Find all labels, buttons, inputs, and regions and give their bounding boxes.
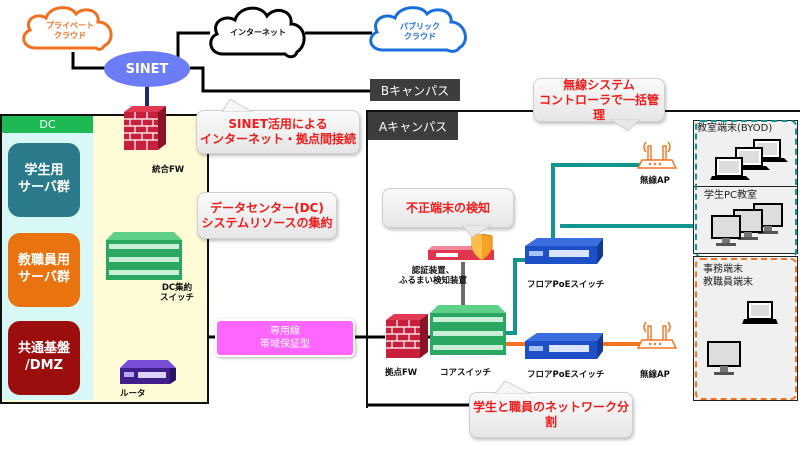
callout-network-split: 学生と職員のネットワーク分割 bbox=[469, 392, 633, 438]
callout-wireless-line2: コントローラで一括管理 bbox=[538, 92, 659, 122]
dmz-server-group: 共通基盤/DMZ bbox=[8, 321, 80, 395]
callout-sinet-usage: SINET活用によるインターネット・拠点間接続 bbox=[196, 110, 360, 154]
staff-server-line2: サーバ群 bbox=[18, 270, 70, 285]
callout-dc-line2: システムリソースの集約 bbox=[201, 215, 333, 230]
callout-wireless-management: 無線システムコントローラで一括管理 bbox=[533, 78, 665, 122]
link-floor-top-ap bbox=[551, 163, 640, 238]
integrated-firewall-label: 統合FW bbox=[152, 165, 185, 175]
private-cloud-icon bbox=[22, 6, 113, 51]
dc-aggregation-switch-icon bbox=[106, 232, 182, 280]
public-cloud-line2: クラウド bbox=[404, 31, 436, 41]
a-campus-tab: Aキャンパス bbox=[368, 112, 458, 140]
staff-desktop-icon bbox=[707, 341, 741, 375]
callout-rogue-text: 不正端末の検知 bbox=[405, 200, 490, 215]
dmz-server-line1: 共通基盤 bbox=[17, 341, 70, 357]
byod-laptops-icon bbox=[710, 139, 788, 180]
pc-room-desktops-icon bbox=[711, 203, 783, 246]
pc-room-zone-label: 学生PC教室 bbox=[704, 190, 758, 201]
staff-zone-label: 事務端末 教職員端末 bbox=[703, 264, 753, 289]
student-server-line2: サーバ群 bbox=[18, 180, 70, 195]
b-campus-label: Bキャンパス bbox=[380, 83, 450, 98]
floor-poe-switch-top-icon bbox=[525, 238, 603, 264]
callout-rogue-detection: 不正端末の検知 bbox=[382, 188, 514, 228]
dc-switch-label: DC集約 スイッチ bbox=[160, 283, 194, 303]
callout-dc-line1: データセンター(DC) bbox=[210, 200, 324, 215]
staff-network-boundary bbox=[695, 258, 797, 400]
callout-split-pointer bbox=[495, 381, 531, 394]
dmz-server-line2: /DMZ bbox=[25, 358, 63, 373]
sinet-label: SINET bbox=[125, 61, 169, 77]
leased-line-line1: 専用線 bbox=[270, 326, 300, 337]
wireless-ap-top-icon bbox=[636, 141, 678, 169]
callout-wireless-pointer bbox=[610, 119, 640, 131]
student-server-group: 学生用サーバ群 bbox=[8, 143, 80, 217]
byod-zone-label: 教室端末(BYOD) bbox=[697, 123, 773, 134]
core-switch-icon bbox=[430, 305, 506, 355]
floor-switch-bottom-label: フロアPoEスイッチ bbox=[527, 370, 605, 380]
a-campus-label: Aキャンパス bbox=[378, 119, 448, 134]
staff-zone-line1: 事務端末 bbox=[703, 264, 743, 275]
public-cloud-label: パブリック クラウド bbox=[390, 22, 450, 41]
leased-line-line2: 帯域保証型 bbox=[260, 339, 310, 350]
staff-zone bbox=[693, 256, 798, 401]
b-campus-tab: Bキャンパス bbox=[370, 79, 460, 101]
dc-switch-line1: DC集約 bbox=[161, 283, 193, 293]
router-label: ルータ bbox=[120, 389, 146, 399]
auth-device-label: 認証装置、 ふるまい検知装置 bbox=[398, 266, 468, 286]
student-server-line1: 学生用 bbox=[24, 163, 64, 179]
public-cloud-icon bbox=[369, 6, 467, 53]
base-firewall-label: 拠点FW bbox=[385, 368, 418, 378]
auth-device-line2: ふるまい検知装置 bbox=[398, 276, 467, 287]
callout-split-text: 学生と職員のネットワーク分割 bbox=[472, 400, 629, 429]
private-cloud-label: プライベート クラウド bbox=[40, 21, 100, 40]
callout-dc-consolidation: データセンター(DC)システムリソースの集約 bbox=[197, 192, 337, 239]
core-switch-label: コアスイッチ bbox=[440, 368, 492, 378]
staff-laptop-icon bbox=[742, 301, 778, 324]
staff-zone-line2: 教職員端末 bbox=[703, 276, 753, 288]
wireless-ap-bottom-label: 無線AP bbox=[640, 370, 670, 380]
private-cloud-line2: クラウド bbox=[54, 30, 86, 40]
auth-device-icon bbox=[428, 234, 494, 261]
dc-switch-line2: スイッチ bbox=[160, 293, 195, 304]
sinet-node: SINET bbox=[104, 51, 190, 87]
floor-switch-top-label: フロアPoEスイッチ bbox=[527, 280, 605, 290]
internet-cloud-icon bbox=[209, 6, 306, 59]
public-cloud-line1: パブリック bbox=[400, 22, 440, 31]
callout-wireless-line1: 無線システム bbox=[563, 77, 635, 92]
floor-poe-switch-bottom-icon bbox=[525, 333, 603, 359]
dc-title-bar: DC bbox=[2, 116, 93, 133]
link-private-sinet bbox=[71, 52, 108, 70]
callout-sinet-line1: SINET活用による bbox=[228, 117, 328, 131]
link-sinet-bcampus bbox=[190, 66, 370, 93]
integrated-firewall-icon bbox=[124, 106, 166, 150]
link-sinet-internet bbox=[176, 31, 210, 62]
private-cloud-line1: プライベート bbox=[46, 21, 94, 30]
leased-line-box: 専用線帯域保証型 bbox=[215, 319, 355, 357]
base-firewall-icon bbox=[386, 314, 428, 358]
callout-rogue-pointer bbox=[462, 225, 492, 237]
wireless-ap-bottom-icon bbox=[636, 321, 678, 349]
dc-title: DC bbox=[39, 118, 56, 131]
callout-sinet-pointer bbox=[222, 99, 252, 112]
callout-sinet-line2: インターネット・拠点間接続 bbox=[199, 132, 356, 146]
router-icon bbox=[120, 360, 176, 384]
staff-server-line1: 教職員用 bbox=[17, 253, 70, 269]
staff-server-group: 教職員用サーバ群 bbox=[8, 233, 80, 307]
auth-device-line1: 認証装置、 bbox=[411, 266, 455, 276]
internet-cloud-label: インターネット bbox=[230, 28, 286, 37]
wireless-ap-top-label: 無線AP bbox=[640, 176, 670, 186]
